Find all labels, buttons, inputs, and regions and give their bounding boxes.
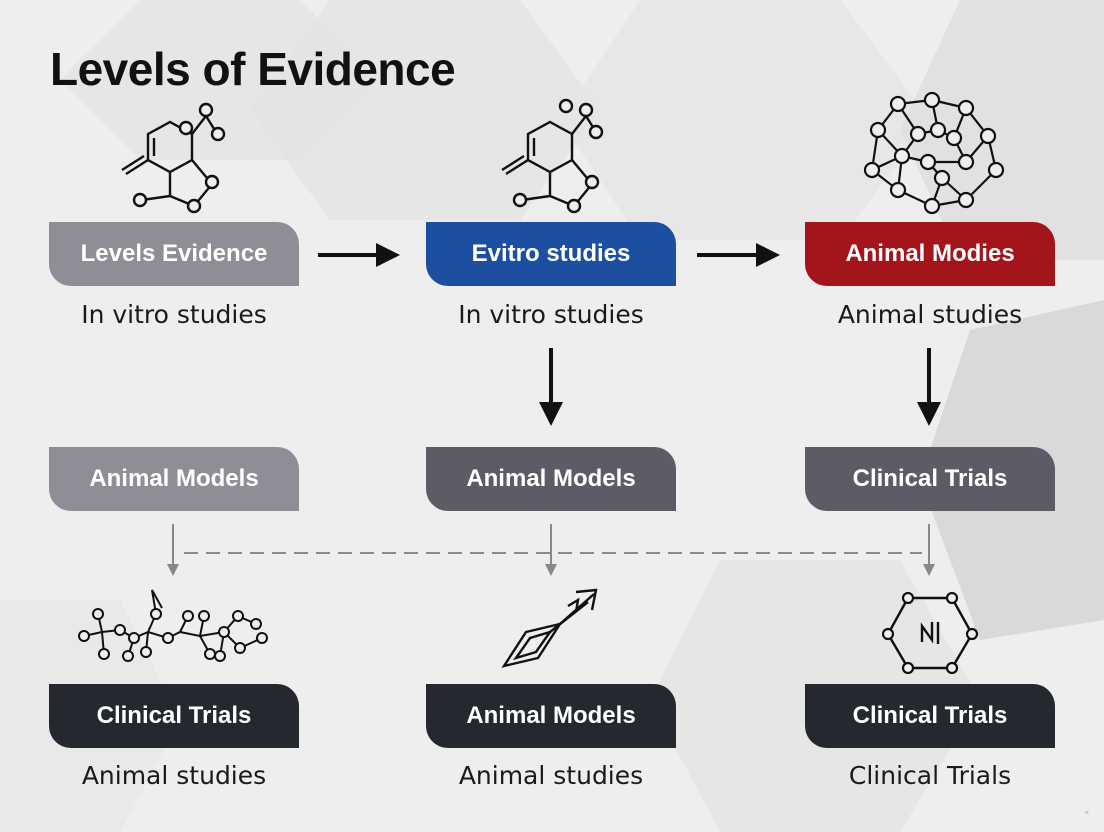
level-box-animal-models: Animal Models (426, 447, 676, 511)
level-box-label: Animal Models (89, 465, 259, 492)
level-box-label: Animal Modies (845, 240, 1015, 267)
molecule-icon (121, 102, 226, 214)
diamond-arrow-icon (501, 588, 598, 668)
hexagon-ring-icon (882, 592, 978, 674)
level-box-animal-models: Animal Models (426, 684, 676, 748)
level-caption: Clinical Trials (848, 761, 1012, 790)
corner-watermark-icon: ◔ (1080, 805, 1090, 822)
level-caption: In vitro studies (81, 300, 267, 329)
level-box-label: Clinical Trials (96, 702, 252, 729)
level-box-label: Animal Models (466, 465, 636, 492)
level-box-animal-models: Animal Models (49, 447, 299, 511)
level-box-in-vitro: Levels Evidence (49, 222, 299, 286)
level-caption: Animal studies (81, 761, 267, 790)
level-caption: In vitro studies (458, 300, 644, 329)
level-box-label: Levels Evidence (80, 240, 268, 267)
level-box-label: Animal Models (466, 702, 636, 729)
level-caption: Animal studies (837, 300, 1023, 329)
molecule-icon (501, 98, 604, 214)
level-box-label: Clinical Trials (852, 702, 1008, 729)
level-box-clinical-trials: Clinical Trials (805, 447, 1055, 511)
level-box-clinical-trials: Clinical Trials (805, 684, 1055, 748)
level-box-clinical-trials: Clinical Trials (49, 684, 299, 748)
level-box-evitro: Evitro studies (426, 222, 676, 286)
level-box-animal: Animal Modies (805, 222, 1055, 286)
level-caption: Animal studies (458, 761, 644, 790)
level-box-label: Evitro studies (471, 240, 631, 267)
level-box-label: Clinical Trials (852, 465, 1008, 492)
page-title: Levels of Evidence (50, 43, 456, 95)
network-icon (863, 91, 1005, 215)
network-cluster-icon (78, 589, 268, 662)
